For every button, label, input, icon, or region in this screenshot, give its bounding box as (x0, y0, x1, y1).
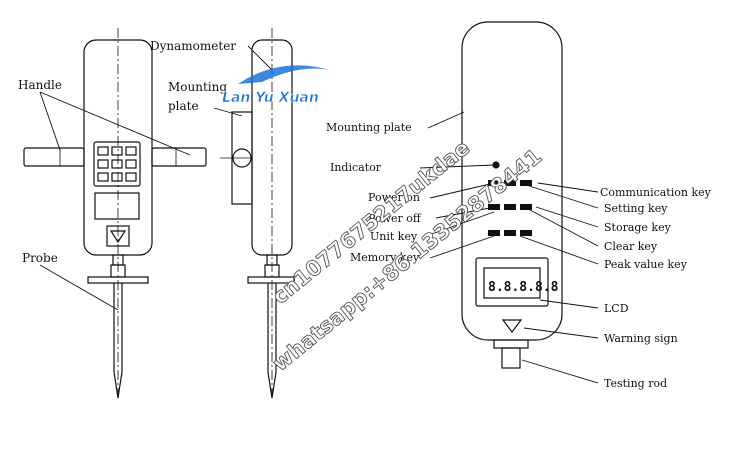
logo-text: Lan Yu Xuan (222, 90, 319, 106)
label-mounting-plate: Mounting plate (326, 121, 412, 134)
logo-swoosh-icon (238, 65, 330, 84)
label-warning-sign: Warning sign (604, 332, 678, 345)
label-mounting-line1: Mounting (168, 80, 227, 94)
key-power[interactable] (488, 180, 500, 186)
key-peak-a[interactable] (504, 230, 516, 236)
watermark: Lan Yu Xuan cn1077675217ukdae whatsapp:+… (222, 65, 547, 376)
front-view (23, 28, 207, 400)
label-unit-key: Unit key (370, 230, 418, 243)
label-probe: Probe (22, 251, 58, 265)
label-setting-key: Setting key (604, 202, 668, 215)
key-setting[interactable] (504, 180, 516, 186)
left-handle (23, 147, 85, 167)
label-handle: Handle (18, 78, 62, 92)
front-warning-icon (109, 230, 127, 244)
panel-lcd (483, 267, 541, 299)
key-memory[interactable] (488, 230, 500, 236)
label-clear-key: Clear key (604, 240, 658, 253)
panel-warning-icon (501, 319, 523, 333)
label-lcd: LCD (604, 302, 629, 315)
brand-logo: Lan Yu Xuan (222, 65, 330, 106)
key-communication[interactable] (520, 180, 532, 186)
key-unit[interactable] (488, 204, 500, 210)
testing-rod (501, 347, 521, 369)
key-peak-b[interactable] (520, 230, 532, 236)
label-memory-key: Memory key (350, 251, 420, 264)
key-storage[interactable] (504, 204, 516, 210)
label-power-on: Power on (368, 191, 420, 204)
label-mounting-line2: plate (168, 99, 199, 113)
right-handle (151, 147, 207, 167)
label-communication-key: Communication key (600, 186, 712, 199)
label-storage-key: Storage key (604, 221, 672, 234)
testing-rod-collar (493, 339, 529, 349)
front-display (94, 192, 140, 220)
panel-keys (488, 180, 532, 236)
panel-view (461, 21, 563, 369)
side-view (220, 28, 295, 400)
label-dynamometer: Dynamometer (150, 39, 236, 53)
label-indicator: Indicator (330, 161, 382, 174)
front-mounting-plate (87, 276, 149, 284)
leader-lines (39, 45, 599, 384)
front-keypad (93, 141, 141, 187)
labels: Dynamometer Handle Mounting plate Probe … (18, 39, 712, 390)
label-power-off: Power off (368, 212, 422, 225)
label-testing-rod: Testing rod (604, 377, 667, 390)
lcd-readout: 8.8.8.8.8 (488, 280, 559, 295)
panel-lcd-frame (475, 257, 549, 307)
label-peak-value-key: Peak value key (604, 258, 688, 271)
key-clear[interactable] (520, 204, 532, 210)
